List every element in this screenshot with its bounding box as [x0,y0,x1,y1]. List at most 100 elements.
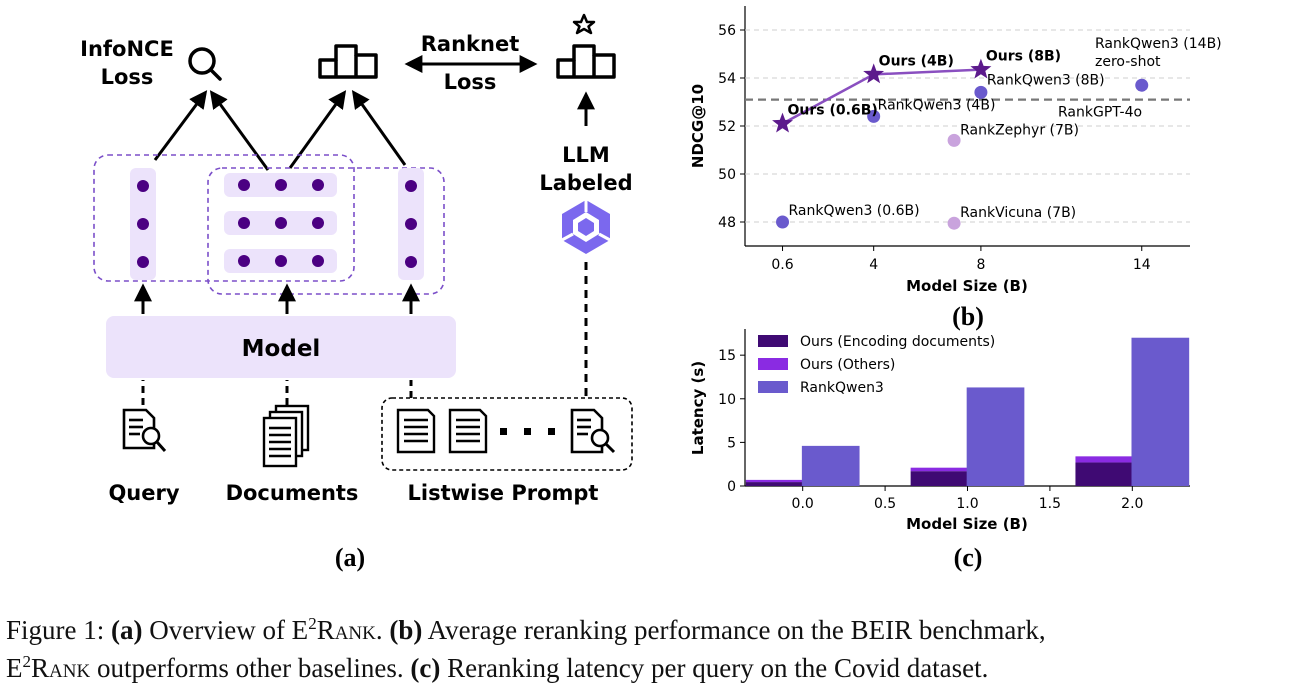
model-box [106,316,456,378]
listwise-prompt-label: Listwise Prompt [408,481,599,505]
infonce-label-line1: InfoNCE [80,37,174,61]
model-label: Model [242,336,321,362]
panel-a-label: (a) [335,543,365,572]
bar-rankqwen3 [801,445,860,486]
document-embedding-dots [238,179,324,267]
figure-caption: Figure 1: (a) Overview of E2Rank. (b) Av… [6,608,1296,684]
listwise-prompt-box [381,397,633,471]
data-point [974,85,988,99]
y-tick-label: 52 [718,119,736,135]
point-label: RankQwen3 (14B) [1095,36,1222,52]
y-tick-label: 5 [727,435,736,451]
legend-swatch [758,381,788,393]
panel-b-label: (b) [952,302,984,331]
panel-b-grid [745,29,1190,223]
embedding-dot [405,256,417,268]
arrow-docs-to-podium [288,90,347,169]
caption-rank: Rank [31,653,91,683]
panel-b-points: RankQwen3 (0.6B) RankQwen3 (4B) RankQwen3 … [776,36,1222,230]
point-label: RankQwen3 (4B) [878,97,996,113]
document-icon [448,408,488,454]
caption-text: E [6,653,23,683]
query-label: Query [108,481,179,505]
y-tick-label: 54 [718,71,736,87]
ours-label: Ours (0.6B) [788,103,878,119]
documents-label: Documents [226,481,359,505]
panel-c-ylabel: Latency (s) [689,361,707,455]
bar-rankqwen3 [966,387,1025,486]
podium-icon [318,44,378,79]
ours-star [772,112,793,133]
point-label: RankQwen3 (0.6B) [789,203,920,219]
query-docs-group [93,154,355,282]
caption-rank: Rank [316,615,376,645]
y-tick-label: 10 [718,392,736,408]
data-point [947,216,961,230]
y-tick-label: 56 [718,23,736,39]
caption-prefix: Figure 1: [6,615,111,645]
ours-label: Ours (8B) [986,49,1061,65]
x-tick-label: 14 [1133,257,1151,273]
caption-text: Overview of E [142,615,309,645]
panel-b-reference-line: RankGPT-4o [745,98,1190,121]
infonce-label-line2: Loss [101,65,154,89]
embedding-dot [137,256,149,268]
panel-c-bars [745,337,1190,486]
legend-label: Ours (Encoding documents) [800,334,995,350]
panel-b-ylabel: NDCG@10 [689,84,707,168]
caption-text: Average reranking performance on the BEI… [422,615,1046,645]
docs-prompt-group [207,167,445,295]
x-tick-label: 0.6 [771,257,793,273]
bar-ours-encoding [910,471,969,486]
documents-stack-icon [262,404,310,468]
arrow-query-to-infonce [153,90,208,161]
bar-ours-others [910,467,969,472]
embedding-dot [137,180,149,192]
caption-text: outperforms other baselines. [90,653,411,683]
caption-line-2: E2Rank outperforms other baselines. (c) … [6,646,1296,684]
point-label: zero-shot [1095,54,1161,70]
x-tick-label: 8 [976,257,985,273]
x-tick-label: 1.5 [1039,496,1061,512]
bar-ours-encoding [1075,462,1134,486]
ranknet-label-line2: Loss [444,70,497,94]
panel-a: InfoNCE Loss Ranknet Loss [80,13,633,572]
document-icon [396,408,436,454]
panel-c-legend: Ours (Encoding documents) Ours (Others) Ra… [758,334,995,396]
ranknet-label-line1: Ranknet [421,32,520,56]
legend-swatch [758,358,788,370]
arrow-prompt-to-podium [351,90,407,166]
data-point [1135,78,1149,92]
caption-text: . [375,615,390,645]
point-label: RankZephyr (7B) [960,122,1079,138]
x-tick-label: 0.5 [874,496,896,512]
bar-ours-encoding [745,482,804,486]
ours-label: Ours (4B) [879,53,954,69]
x-tick-label: 1.0 [956,496,978,512]
x-tick-label: 2.0 [1121,496,1143,512]
embedding-dot [405,180,417,192]
data-point [776,215,790,229]
query-document-icon [122,408,167,452]
panel-c-xlabel: Model Size (B) [906,515,1028,533]
legend-label: Ours (Others) [800,357,895,373]
embedding-dot [405,218,417,230]
caption-line-1: Figure 1: (a) Overview of E2Rank. (b) Av… [6,608,1296,646]
data-point [867,109,881,123]
figure-canvas: InfoNCE Loss Ranknet Loss [80,6,1222,572]
x-tick-label: 0.0 [792,496,814,512]
y-tick-label: 48 [718,215,736,231]
arrow-docs-to-infonce [209,90,270,171]
ours-star [863,63,885,84]
caption-sup: 2 [308,614,317,633]
bar-ours-others [745,479,804,483]
ellipsis-dots [500,428,555,435]
llm-label-line2: Labeled [539,171,632,195]
legend-label: RankQwen3 [800,380,884,396]
search-icon [188,47,222,81]
panel-b-xlabel: Model Size (B) [906,277,1028,295]
